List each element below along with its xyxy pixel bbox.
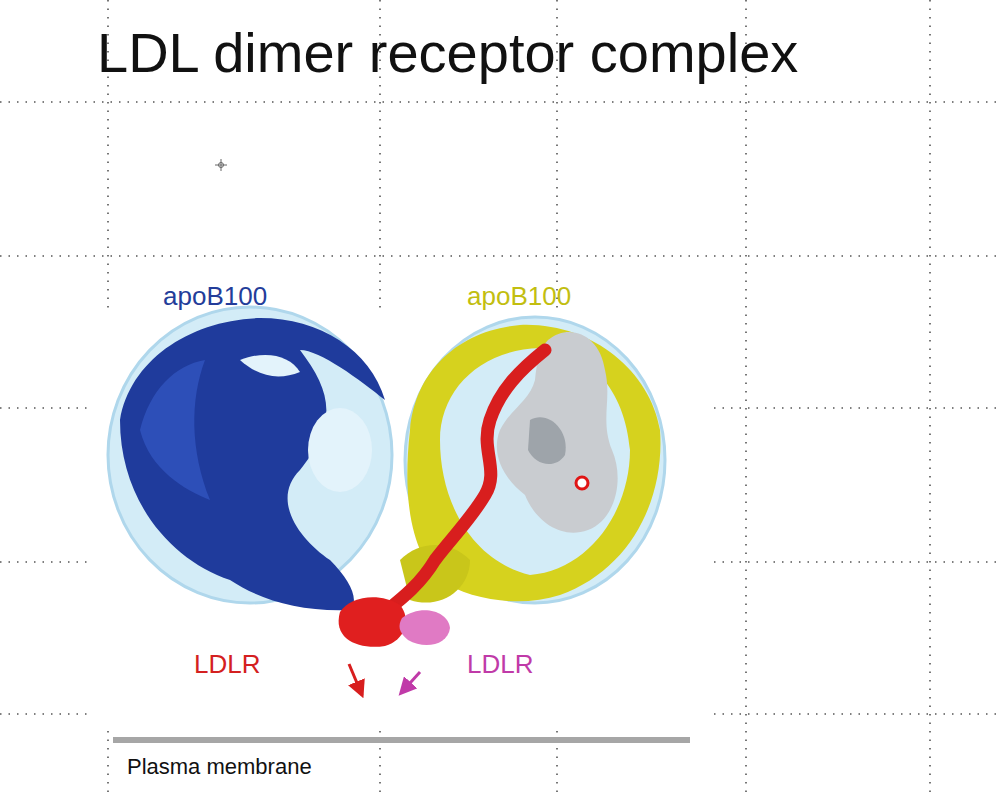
image-ground [90, 310, 710, 730]
grey-protein [497, 332, 618, 533]
membrane-label: Plasma membrane [127, 755, 312, 779]
receptor-label: LDLR [194, 650, 260, 679]
magenta-arrow [401, 672, 420, 693]
red-arrow [349, 664, 362, 695]
receptor-label: LDLR [467, 650, 533, 679]
protein-label: apoB100 [163, 282, 267, 311]
slide-title: LDL dimer receptor complex [97, 22, 798, 84]
apob100-blue-particle [108, 307, 392, 610]
ldlr-receptor [339, 350, 545, 647]
plasma-membrane-bar [113, 737, 690, 743]
crosshair [215, 159, 227, 171]
protein-label: apoB100 [467, 282, 571, 311]
